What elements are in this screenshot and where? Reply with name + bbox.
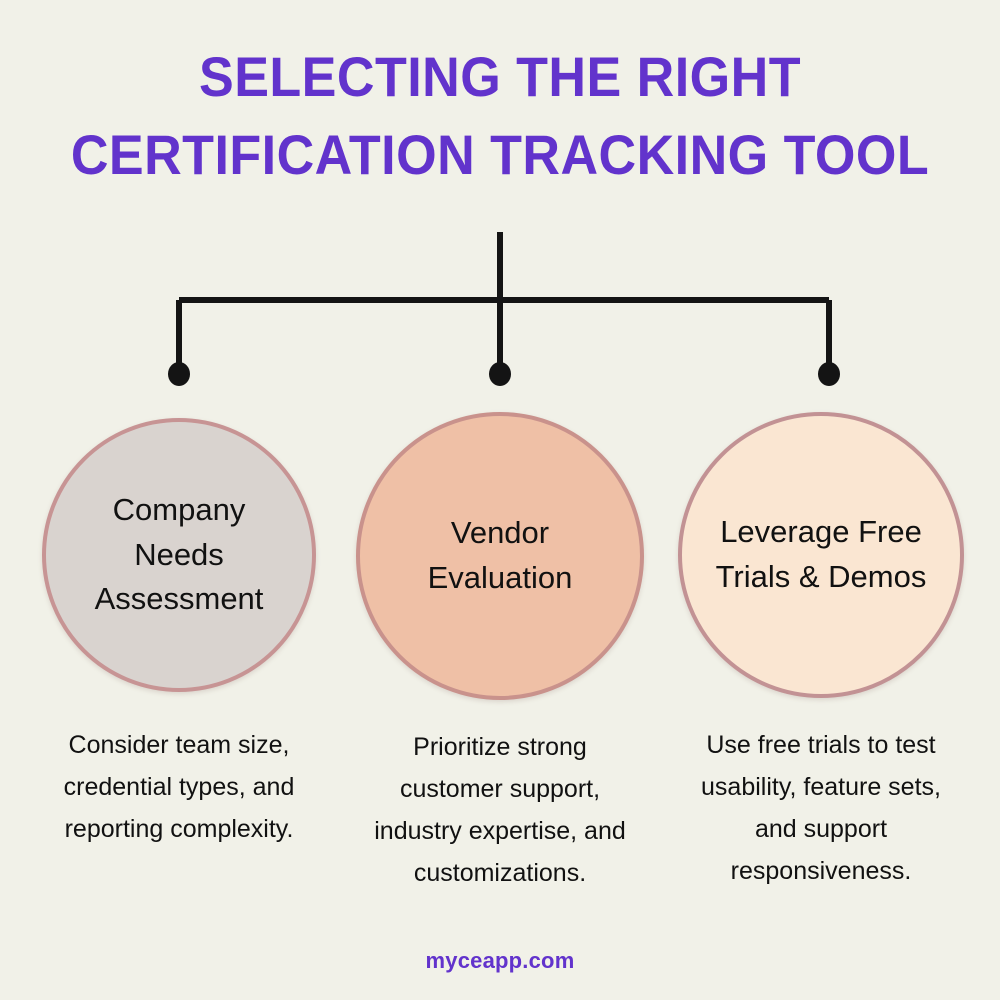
step-column-2: Vendor Evaluation Prioritize strong cust… xyxy=(345,400,655,894)
step-circle-2[interactable]: Vendor Evaluation xyxy=(356,412,644,700)
connector-node-center xyxy=(489,362,511,386)
footer: myceapp.com xyxy=(0,948,1000,974)
step-columns: Company Needs Assessment Consider team s… xyxy=(0,400,1000,920)
step-circle-label-3: Leverage Free Trials & Demos xyxy=(715,514,927,594)
step-circle-label-2: Vendor Evaluation xyxy=(427,515,573,595)
title-line-2: CERTIFICATION TRACKING TOOL xyxy=(70,123,930,186)
step-caption-3: Use free trials to test usability, featu… xyxy=(701,731,941,885)
connector-node-right xyxy=(818,362,840,386)
step-column-1: Company Needs Assessment Consider team s… xyxy=(24,400,334,850)
step-circle-1[interactable]: Company Needs Assessment xyxy=(42,418,316,692)
step-column-3: Leverage Free Trials & Demos Use free tr… xyxy=(666,400,976,892)
step-circle-label-1: Company Needs Assessment xyxy=(94,491,264,617)
website-link[interactable]: myceapp.com xyxy=(425,948,575,973)
title-line-1: SELECTING THE RIGHT xyxy=(198,45,801,108)
step-circle-3[interactable]: Leverage Free Trials & Demos xyxy=(678,412,964,698)
connector-node-left xyxy=(168,362,190,386)
step-caption-1: Consider team size, credential types, an… xyxy=(63,731,295,843)
step-caption-2: Prioritize strong customer support, indu… xyxy=(374,733,626,887)
page-title: SELECTING THE RIGHT CERTIFICATION TRACKI… xyxy=(0,38,1000,194)
